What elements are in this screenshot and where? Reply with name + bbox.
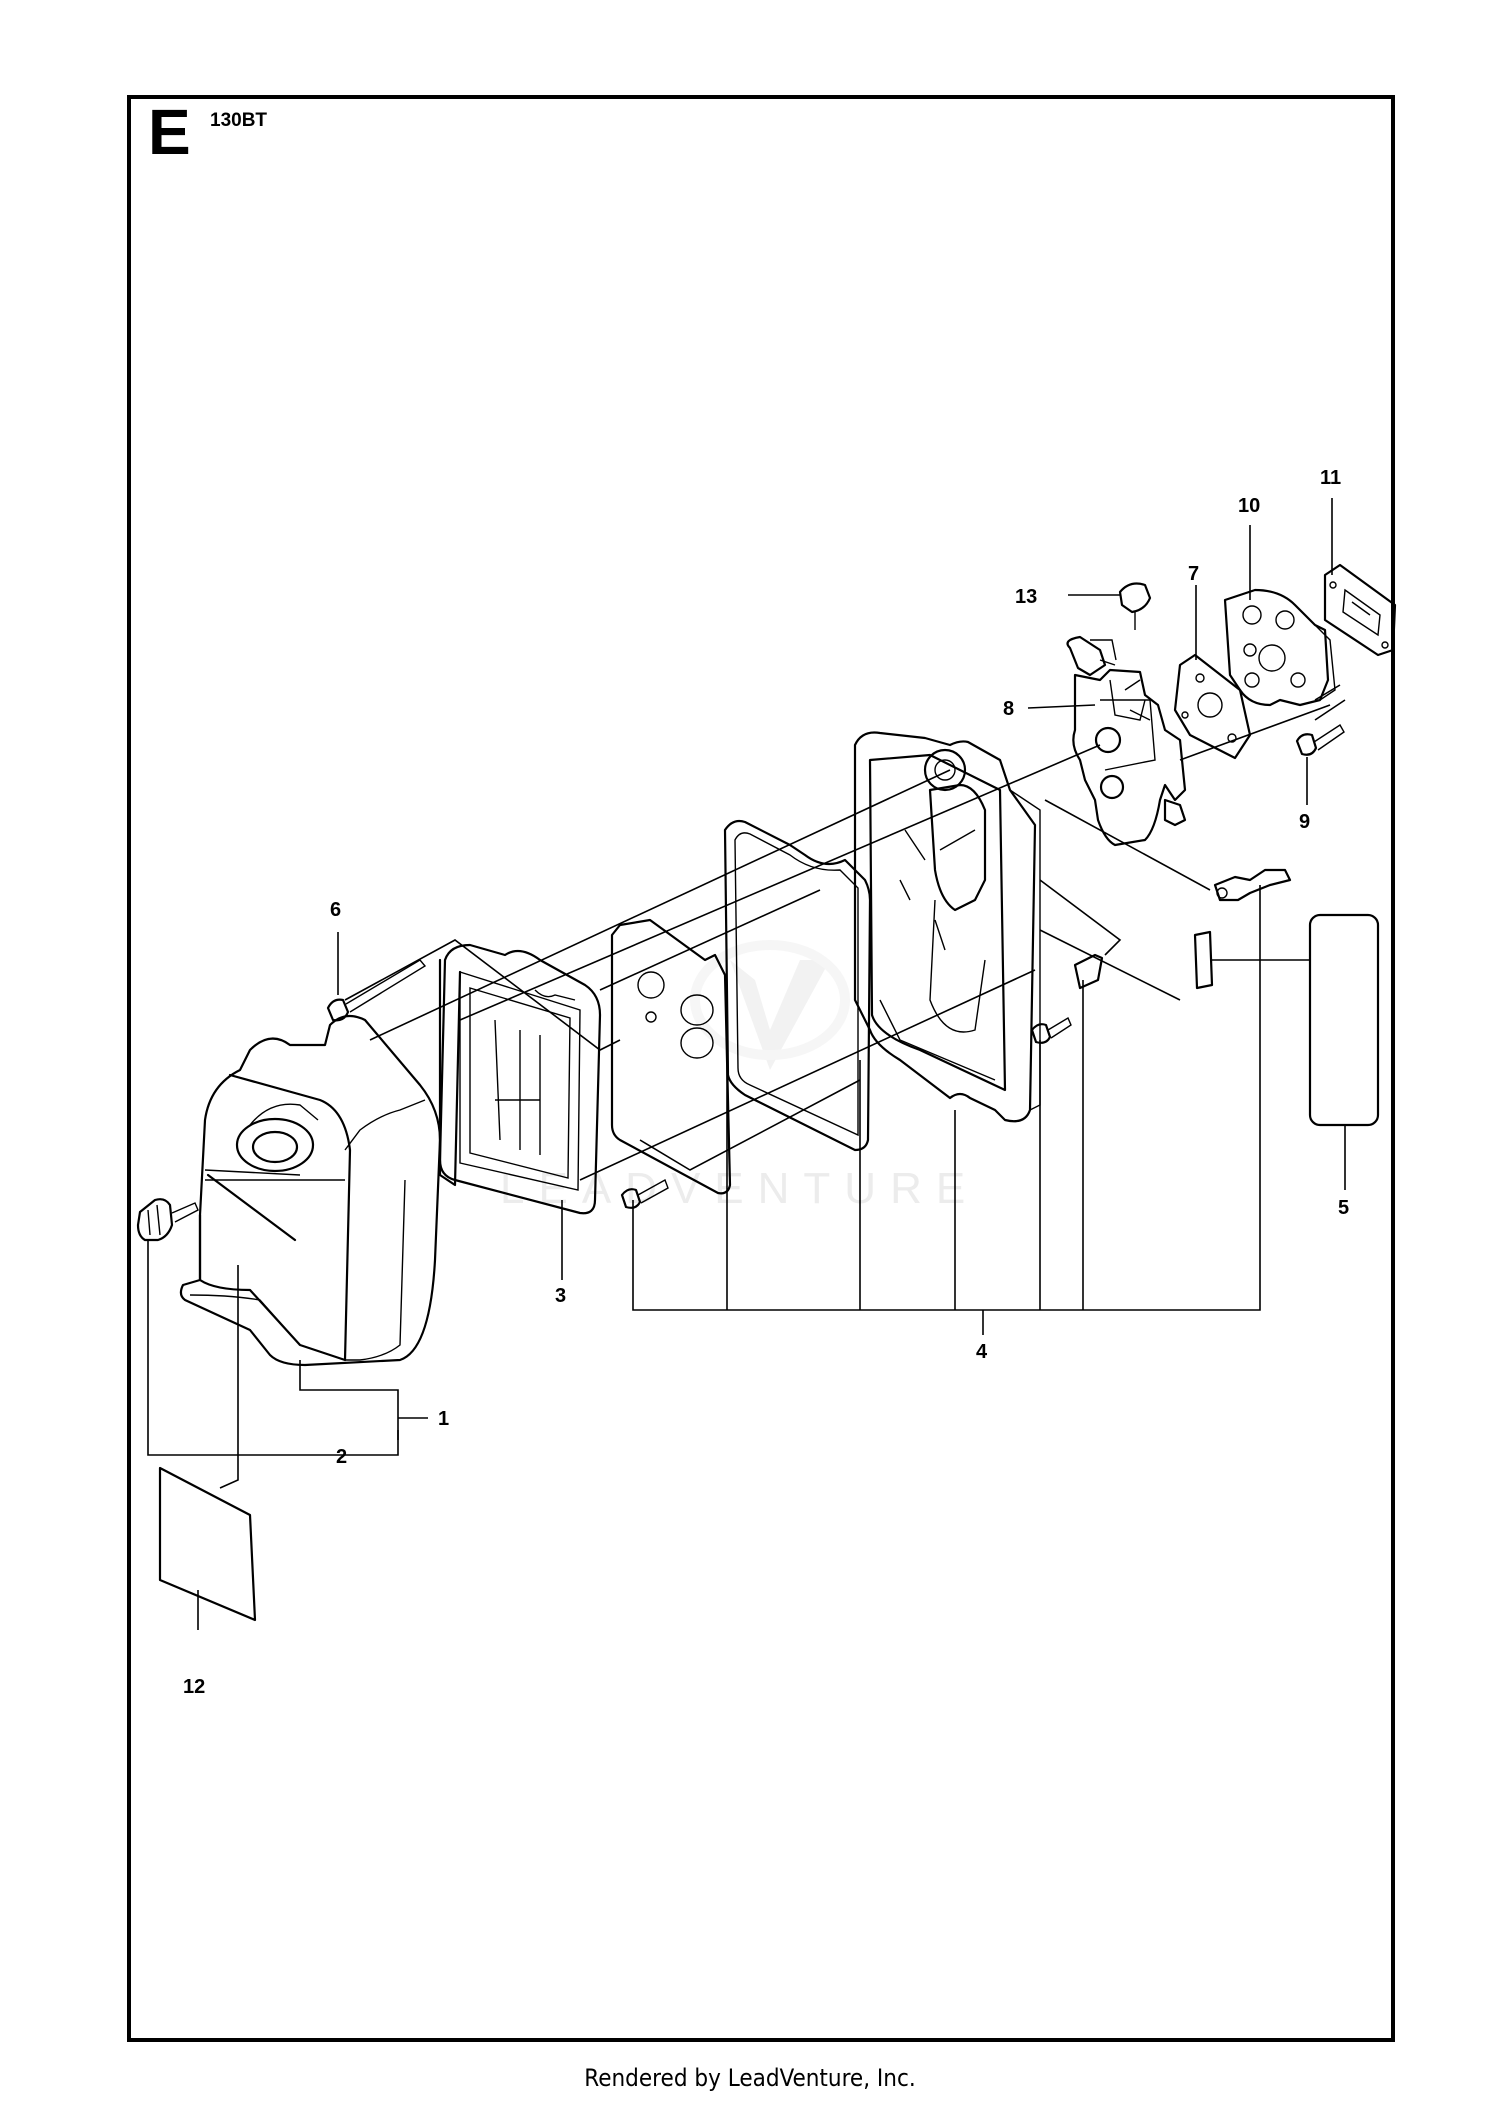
section-letter: E [148,96,191,168]
callout-1: 1 [438,1408,449,1430]
air-filter [438,943,602,1215]
pump-diaphragm [1323,563,1397,657]
callout-2: 2 [336,1446,347,1468]
callout-13: 13 [1015,586,1037,608]
footer-credit: Rendered by LeadVenture, Inc. [584,2064,916,2092]
carburetor [1066,635,1187,847]
long-bolt [326,959,427,1022]
carburetor-screw [1295,724,1345,756]
callout-6: 6 [330,899,341,921]
callout-10: 10 [1238,495,1260,517]
callout-labels: 1 2 3 4 5 6 7 8 9 10 11 12 13 [183,467,1349,1698]
seal-ring [723,819,872,1152]
callout-7: 7 [1188,563,1199,585]
filter-housing [853,731,1041,1123]
carburetor-gasket [1173,653,1252,760]
callout-9: 9 [1299,811,1310,833]
label-decal [1308,913,1380,1127]
pump-cover [1223,588,1336,707]
diagram-frame [127,95,1395,2042]
air-filter-cover [179,1014,442,1367]
leader-lines [147,498,1346,1630]
callout-4: 4 [976,1341,988,1363]
model-number: 130BT [210,110,268,131]
small-label-tab [1193,930,1214,990]
callout-8: 8 [1003,698,1014,720]
adjustment-cap [1118,582,1152,630]
callout-11: 11 [1320,467,1341,489]
callout-5: 5 [1338,1197,1349,1219]
cover-knob [136,1198,199,1242]
cover-label [158,1466,257,1622]
choke-rod [1213,868,1292,902]
filter-gasket [610,918,732,1195]
watermark-logo [690,940,850,1070]
callout-12: 12 [183,1676,205,1698]
housing-bracket [1073,953,1104,990]
callout-3: 3 [555,1285,566,1307]
